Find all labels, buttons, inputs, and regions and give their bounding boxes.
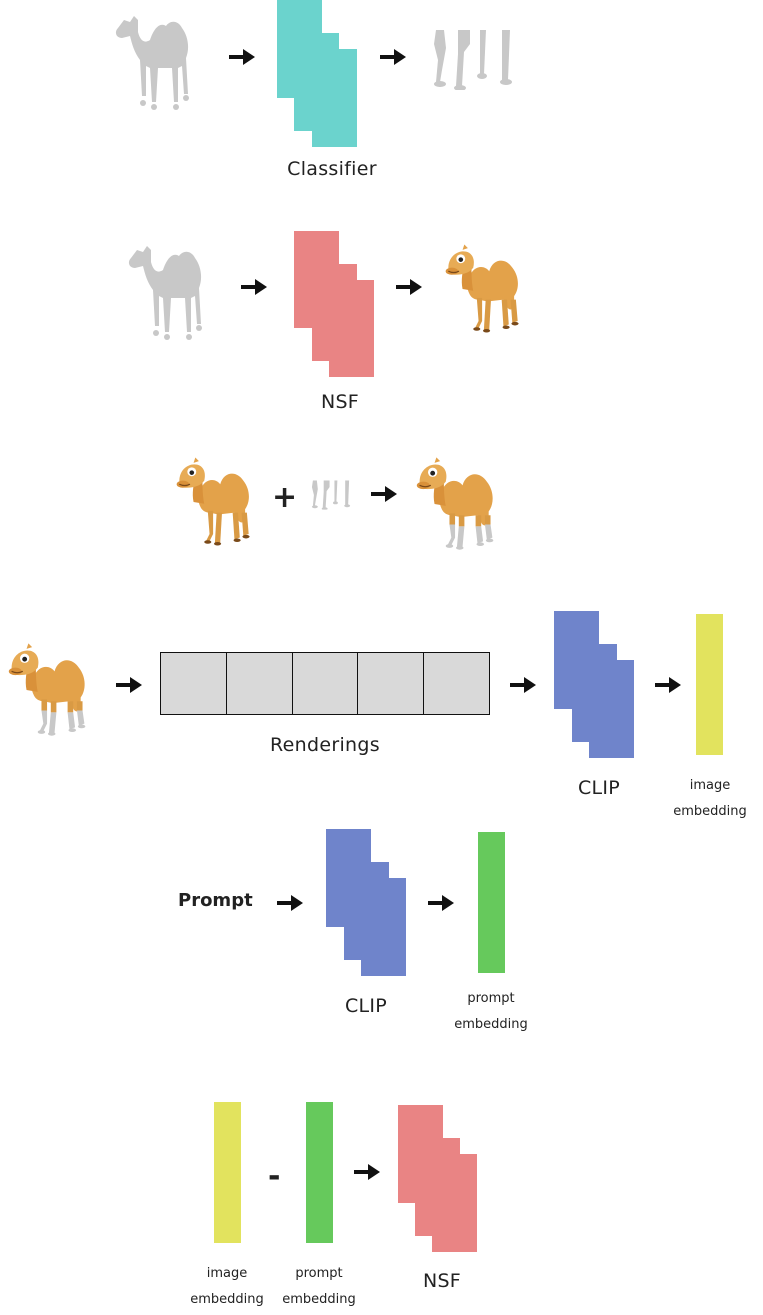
nsf-layer — [329, 280, 374, 377]
prompt-embedding-bar — [306, 1102, 333, 1243]
right-arrow-icon — [510, 677, 536, 693]
right-arrow-icon — [241, 279, 267, 295]
right-arrow-icon — [229, 49, 255, 65]
image-embedding-label: image embedding — [664, 773, 756, 825]
right-arrow-icon — [354, 1164, 380, 1180]
camel-silhouette-icon — [110, 10, 200, 110]
camel-legs-icon — [430, 30, 520, 90]
rendering-view — [424, 653, 489, 714]
prompt-embedding-label: prompt embedding — [445, 986, 537, 1038]
image-embedding-bar — [214, 1102, 241, 1243]
prompt-embedding-label: prompt embedding — [273, 1261, 365, 1313]
right-arrow-icon — [277, 895, 303, 911]
right-arrow-icon — [428, 895, 454, 911]
prompt-embedding-label-line1: prompt — [467, 991, 515, 1006]
prompt-embedding-label-line1: prompt — [295, 1266, 343, 1281]
clip-label: CLIP — [577, 777, 621, 799]
camel-with-gray-legs-icon — [6, 642, 90, 738]
right-arrow-icon — [371, 486, 397, 502]
image-embedding-label-line2: embedding — [190, 1292, 264, 1307]
rendering-view — [293, 653, 359, 714]
classifier-layer — [312, 49, 357, 147]
prompt-embedding-label-line2: embedding — [454, 1017, 528, 1032]
image-embedding-label: image embedding — [181, 1261, 273, 1313]
image-embedding-label-line1: image — [206, 1266, 248, 1281]
rendering-view — [227, 653, 293, 714]
camel-icon — [174, 456, 254, 548]
clip-label: CLIP — [344, 995, 388, 1017]
camel-with-gray-legs-icon — [414, 456, 498, 552]
renderings-label: Renderings — [270, 734, 380, 756]
nsf-label: NSF — [320, 391, 360, 413]
camel-icon — [443, 243, 523, 335]
right-arrow-icon — [396, 279, 422, 295]
prompt-embedding-bar — [478, 832, 505, 973]
plus-operator: + — [272, 480, 298, 515]
rendering-view — [161, 653, 227, 714]
clip-layer — [589, 660, 634, 758]
right-arrow-icon — [380, 49, 406, 65]
classifier-label: Classifier — [287, 158, 377, 180]
camel-silhouette-icon — [123, 240, 213, 340]
renderings-strip — [160, 652, 490, 715]
nsf-layer — [432, 1154, 477, 1252]
clip-layer — [361, 878, 406, 976]
image-embedding-label-line2: embedding — [673, 804, 747, 819]
camel-legs-icon — [310, 480, 354, 510]
right-arrow-icon — [655, 677, 681, 693]
rendering-view — [358, 653, 425, 714]
image-embedding-bar — [696, 614, 723, 755]
image-embedding-label-line1: image — [689, 778, 731, 793]
prompt-embedding-label-line2: embedding — [282, 1292, 356, 1307]
right-arrow-icon — [116, 677, 142, 693]
prompt-text: Prompt — [178, 890, 253, 911]
nsf-label: NSF — [422, 1270, 462, 1292]
minus-operator: - — [268, 1159, 281, 1194]
